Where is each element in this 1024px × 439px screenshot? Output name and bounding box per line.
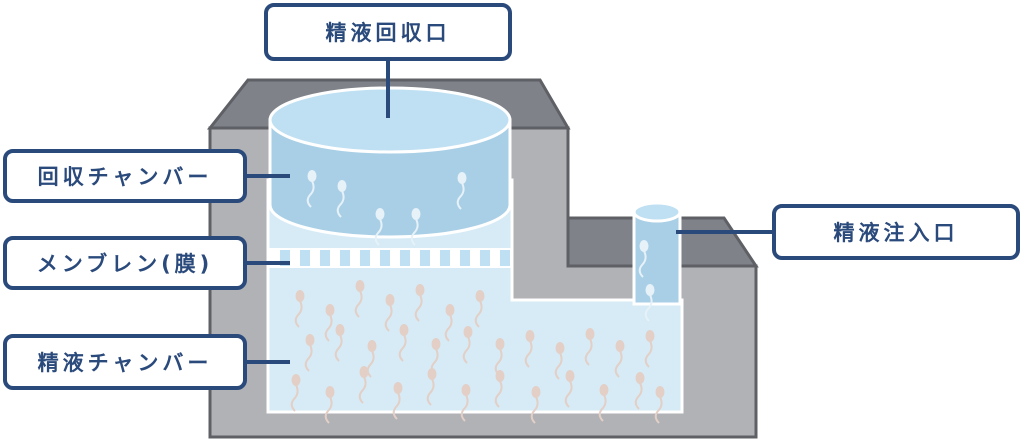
sperm-cell: [494, 338, 505, 376]
sperm-cells: [290, 170, 665, 424]
membrane-pore: [320, 250, 330, 266]
membrane-pore: [380, 250, 390, 266]
sperm-cell: [462, 326, 473, 364]
membrane-pore: [440, 250, 450, 266]
membrane-pore: [500, 250, 510, 266]
sperm-cell: [598, 384, 609, 422]
sperm-cell: [456, 172, 467, 210]
sperm-cell: [414, 284, 425, 322]
membrane-pore: [460, 250, 470, 266]
sperm-cell: [654, 386, 665, 424]
membrane-pore: [400, 250, 410, 266]
sperm-cell: [392, 382, 403, 420]
sperm-cell: [366, 340, 377, 378]
sperm-cell: [324, 386, 335, 424]
membrane-pore: [300, 250, 310, 266]
sperm-cell: [554, 342, 565, 380]
membrane-pore: [420, 250, 430, 266]
sperm-cell: [644, 284, 655, 322]
sperm-cell: [354, 280, 365, 318]
sperm-cell: [294, 290, 305, 328]
sperm-cell: [460, 384, 471, 422]
connector-lines: [247, 60, 772, 364]
sperm-cell: [614, 340, 625, 378]
sperm-cell: [524, 330, 535, 368]
sperm-cell: [398, 324, 409, 362]
collection-chamber-label: 回収チャンバー: [3, 149, 247, 203]
sperm-cell: [334, 324, 345, 362]
membrane-label: メンブレン(膜): [3, 236, 247, 290]
sperm-cell: [374, 208, 385, 246]
sperm-cell: [290, 374, 301, 412]
collection-port-label: 精液回収口: [264, 3, 512, 61]
sperm-cell: [634, 372, 645, 410]
membrane-pore: [360, 250, 370, 266]
sperm-cell: [584, 328, 595, 366]
sperm-cell: [638, 240, 649, 278]
sperm-cell: [444, 304, 455, 342]
sperm-cell: [336, 180, 347, 218]
sperm-cell: [306, 170, 317, 208]
collection-chamber: [268, 86, 512, 239]
sperm-cell: [494, 370, 505, 408]
membrane-pore: [480, 250, 490, 266]
sperm-cell: [530, 386, 541, 424]
semen-chamber-label: 精液チャンバー: [3, 334, 247, 390]
sperm-cell: [384, 294, 395, 332]
sperm-cell: [474, 290, 485, 328]
sperm-cell: [324, 304, 335, 342]
membrane-pore: [280, 250, 290, 266]
sperm-cell: [304, 334, 315, 372]
sperm-cell: [644, 330, 655, 368]
sperm-cell: [564, 370, 575, 408]
injection-port-label: 精液注入口: [772, 204, 1020, 260]
membrane: [268, 248, 512, 268]
injection-port-tube: [632, 201, 682, 306]
sperm-cell: [358, 366, 369, 404]
sperm-cell: [426, 368, 437, 406]
membrane-pore: [340, 250, 350, 266]
sperm-cell: [410, 208, 421, 246]
